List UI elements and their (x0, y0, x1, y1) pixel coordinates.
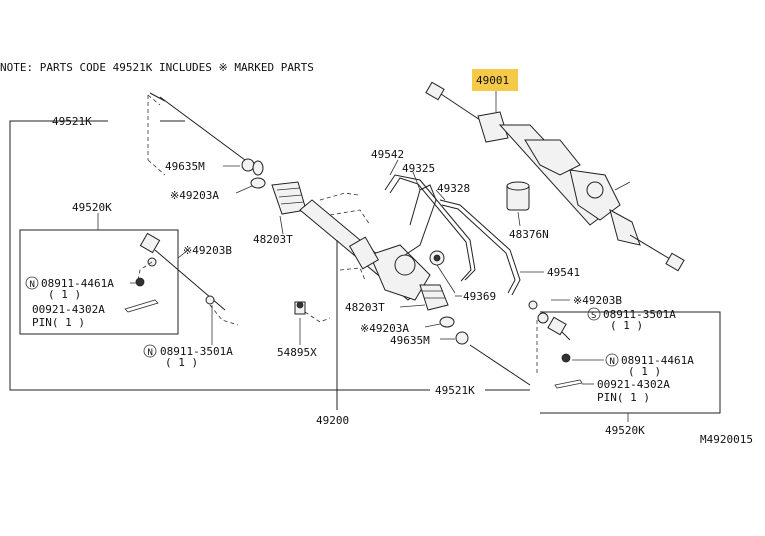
bracket-49521k (9, 120, 530, 391)
label-08911-3501a-right-qty: ( 1 ) (610, 319, 643, 332)
pipe-49542 (384, 174, 476, 282)
part-highlight (472, 69, 518, 91)
label-48203t-top[interactable]: 48203T (253, 233, 293, 246)
label-pin-left: PIN( 1 ) (32, 316, 85, 329)
tie-rod-end-right (528, 300, 571, 341)
steering-gear-assembly (425, 81, 685, 272)
nut-symbol-left (25, 276, 39, 290)
label-08911-4461a-right[interactable]: 08911-4461A (621, 354, 694, 367)
boot-clamp-top (241, 158, 264, 176)
svg-text:N: N (610, 357, 615, 367)
nut-symbol-left-2 (143, 344, 157, 358)
label-48203t-bottom[interactable]: 48203T (345, 301, 385, 314)
label-00921-4302a-left[interactable]: 00921-4302A (32, 303, 105, 316)
svg-text:N: N (148, 348, 153, 358)
label-49001[interactable]: 49001 (476, 74, 509, 87)
label-08911-4461a-right-qty: ( 1 ) (628, 365, 661, 378)
pipe-49328 (439, 199, 521, 296)
pipe-49325 (404, 184, 437, 256)
label-49635m-bottom[interactable]: 49635M (390, 334, 430, 347)
label-48376n[interactable]: 48376N (509, 228, 549, 241)
label-54895x[interactable]: 54895X (277, 346, 317, 359)
label-08911-3501a-left-qty: ( 1 ) (165, 356, 198, 369)
label-08911-3501a-right[interactable]: 08911-3501A (603, 308, 676, 321)
figure-code: M4920015 (700, 433, 753, 446)
svg-text:N: N (30, 280, 35, 290)
bushing-54895x (294, 301, 306, 315)
clamp-49203a-top (250, 177, 266, 189)
box-49520k-left (19, 229, 179, 335)
label-08911-3501a-left[interactable]: 08911-3501A (160, 345, 233, 358)
label-49200[interactable]: 49200 (316, 414, 349, 427)
tie-rod-left (147, 92, 246, 176)
svg-text:S: S (591, 311, 596, 321)
label-49521k-top[interactable]: 49521K (52, 115, 92, 128)
label-49369[interactable]: 49369 (463, 290, 496, 303)
label-08911-4461a-left[interactable]: 08911-4461A (41, 277, 114, 290)
clamp-49203b-left (205, 295, 215, 305)
label-49520k-right[interactable]: 49520K (605, 424, 645, 437)
tie-rod-end-left (137, 232, 226, 311)
fitting-49369 (429, 250, 456, 294)
label-49521k-bottom[interactable]: 49521K (435, 384, 475, 397)
tie-rod-right (469, 320, 538, 386)
nut-symbol-right-2 (605, 353, 619, 367)
label-pin-right: PIN( 1 ) (597, 391, 650, 404)
boot-clamp-bottom (455, 331, 469, 345)
label-49328[interactable]: 49328 (437, 182, 470, 195)
label-49203a-bottom[interactable]: ※49203A (360, 322, 409, 335)
label-49203b-left[interactable]: ※49203B (183, 244, 232, 257)
label-49325[interactable]: 49325 (402, 162, 435, 175)
label-49541[interactable]: 49541 (547, 266, 580, 279)
label-49520k-left[interactable]: 49520K (72, 201, 112, 214)
label-49203a-top[interactable]: ※49203A (170, 189, 219, 202)
label-00921-4302a-right[interactable]: 00921-4302A (597, 378, 670, 391)
parts-code-note: NOTE: PARTS CODE 49521K INCLUDES ※ MARKE… (0, 61, 314, 74)
nut-symbol-right (587, 307, 601, 321)
label-49203b-right[interactable]: ※49203B (573, 294, 622, 307)
clamp-49203a-bottom (439, 316, 455, 328)
bushing-48376n (506, 181, 530, 211)
label-08911-4461a-left-qty: ( 1 ) (48, 288, 81, 301)
label-49635m-top[interactable]: 49635M (165, 160, 205, 173)
label-49542[interactable]: 49542 (371, 148, 404, 161)
rack-housing (299, 199, 449, 311)
box-49520k-right (540, 311, 721, 414)
